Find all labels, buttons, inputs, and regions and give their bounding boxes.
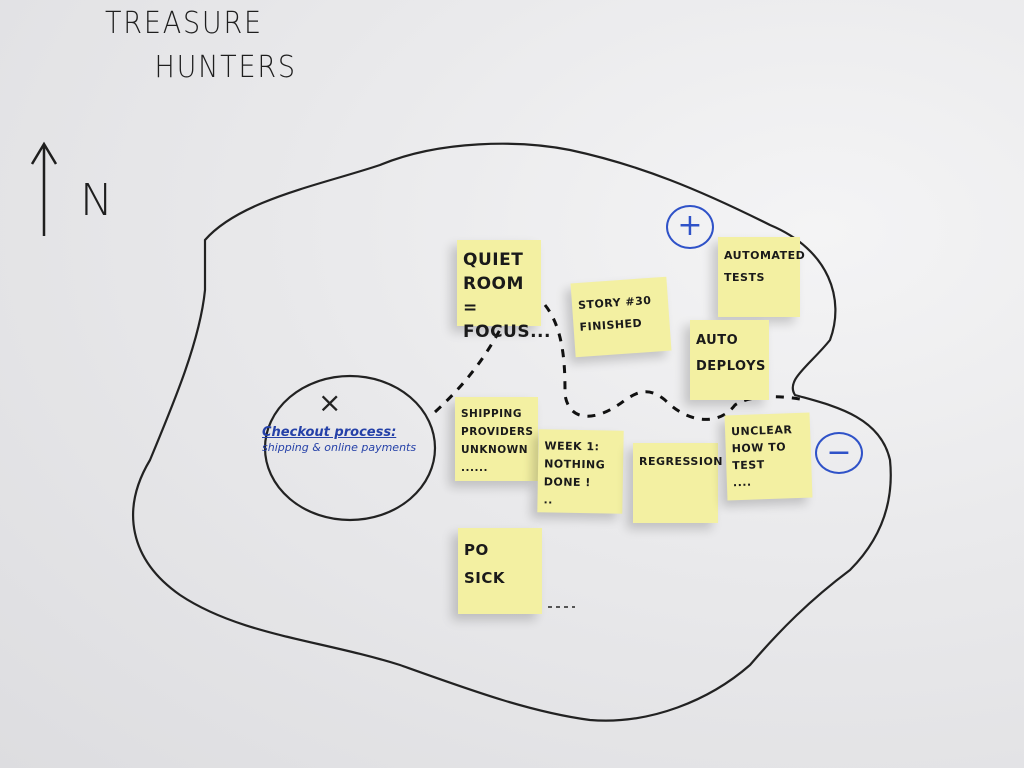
sticky-note-automated-tests: AUTOMATED TESTS	[718, 237, 805, 317]
sticky-note-auto-deploys: AUTO DEPLOYS	[690, 320, 769, 400]
x-marks-the-spot: ×	[318, 386, 342, 419]
compass: N	[30, 140, 120, 240]
sticky-note-shipping-providers: SHIPPING PROVIDERS UNKNOWN ......	[455, 397, 538, 481]
sticky-note-quiet-room: QUIET ROOM = FOCUS...	[457, 240, 550, 342]
target-circle	[263, 374, 437, 522]
sticky-note-story-30: STORY #30 FINISHED	[570, 276, 672, 358]
target-detail: shipping & online payments	[262, 441, 417, 454]
north-label: N	[80, 175, 115, 226]
target-heading: Checkout process:	[262, 425, 397, 440]
sticky-note-po-sick: PO SICK	[458, 528, 542, 614]
plus-legend-icon: +	[666, 205, 714, 249]
sticky-note-regression: REGRESSION	[633, 443, 723, 523]
route-dashed-main	[543, 304, 806, 421]
sticky-note-unclear-how-to-test: UNCLEAR HOW TO TEST ....	[724, 412, 813, 501]
board-title: TREASURE HUNTERS	[105, 2, 297, 90]
sticky-note-week-1: WEEK 1: NOTHING DONE ! ..	[537, 429, 624, 514]
title-line-1: TREASURE	[105, 6, 263, 41]
minus-legend-icon: −	[815, 432, 863, 474]
title-line-2: HUNTERS	[154, 50, 297, 85]
target-label: Checkout process: shipping & online paym…	[262, 425, 437, 455]
island-outline	[132, 142, 892, 722]
north-arrow-icon	[30, 141, 58, 236]
